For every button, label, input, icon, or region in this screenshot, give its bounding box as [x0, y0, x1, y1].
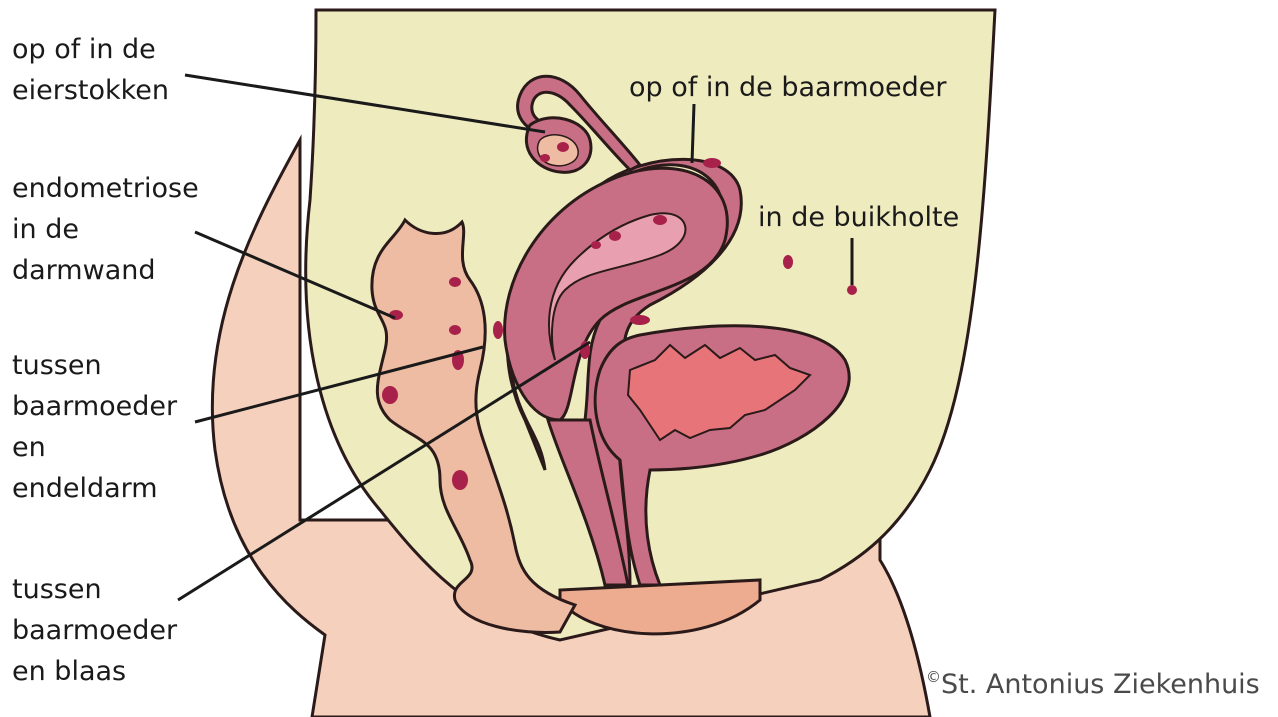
spot-bowel: [382, 386, 398, 404]
spot-ovary: [557, 142, 569, 152]
spot-uterus: [653, 215, 667, 225]
label-bowel-wall-line-2: in de: [12, 209, 199, 250]
label-ovaries-line-1: op of in de: [12, 29, 169, 70]
spot-abdomen: [847, 285, 857, 295]
label-uterus-rectum-line-4: endeldarm: [12, 468, 177, 509]
label-uterus-rectum-line-1: tussen: [12, 345, 177, 386]
copyright-credit: ©St. Antonius Ziekenhuis: [926, 668, 1260, 700]
copyright-symbol: ©: [926, 668, 941, 686]
label-uterus-rectum-line-3: en: [12, 427, 177, 468]
spot-uterus: [591, 241, 601, 249]
label-bowel-wall: endometriose in de darmwand: [12, 168, 199, 291]
spot-bowel: [452, 470, 468, 490]
label-bowel-wall-line-3: darmwand: [12, 250, 199, 291]
label-ovaries: op of in de eierstokken: [12, 29, 169, 111]
leader-line-uterus: [692, 104, 694, 163]
label-bowel-wall-line-1: endometriose: [12, 168, 199, 209]
spot-abdomen: [783, 255, 793, 269]
label-ovaries-line-2: eierstokken: [12, 70, 169, 111]
label-uterus-rectum: tussen baarmoeder en endeldarm: [12, 345, 177, 509]
label-uterus-rectum-line-2: baarmoeder: [12, 386, 177, 427]
spot-bowel: [449, 277, 461, 287]
label-uterus: op of in de baarmoeder: [629, 67, 947, 108]
spot-uterus: [609, 231, 621, 241]
spot-rectouterine: [493, 321, 503, 339]
label-abdominal-cavity: in de buikholte: [758, 197, 959, 238]
spot-ovary: [540, 154, 550, 162]
label-uterus-bladder-line-3: en blaas: [12, 651, 177, 692]
label-uterus-bladder: tussen baarmoeder en blaas: [12, 569, 177, 692]
spot-bowel: [449, 325, 461, 335]
credit-text: St. Antonius Ziekenhuis: [941, 669, 1260, 700]
spot-uterus-top: [703, 158, 721, 168]
label-uterus-bladder-line-2: baarmoeder: [12, 610, 177, 651]
spot-vesicouterine: [630, 315, 650, 325]
label-uterus-bladder-line-1: tussen: [12, 569, 177, 610]
